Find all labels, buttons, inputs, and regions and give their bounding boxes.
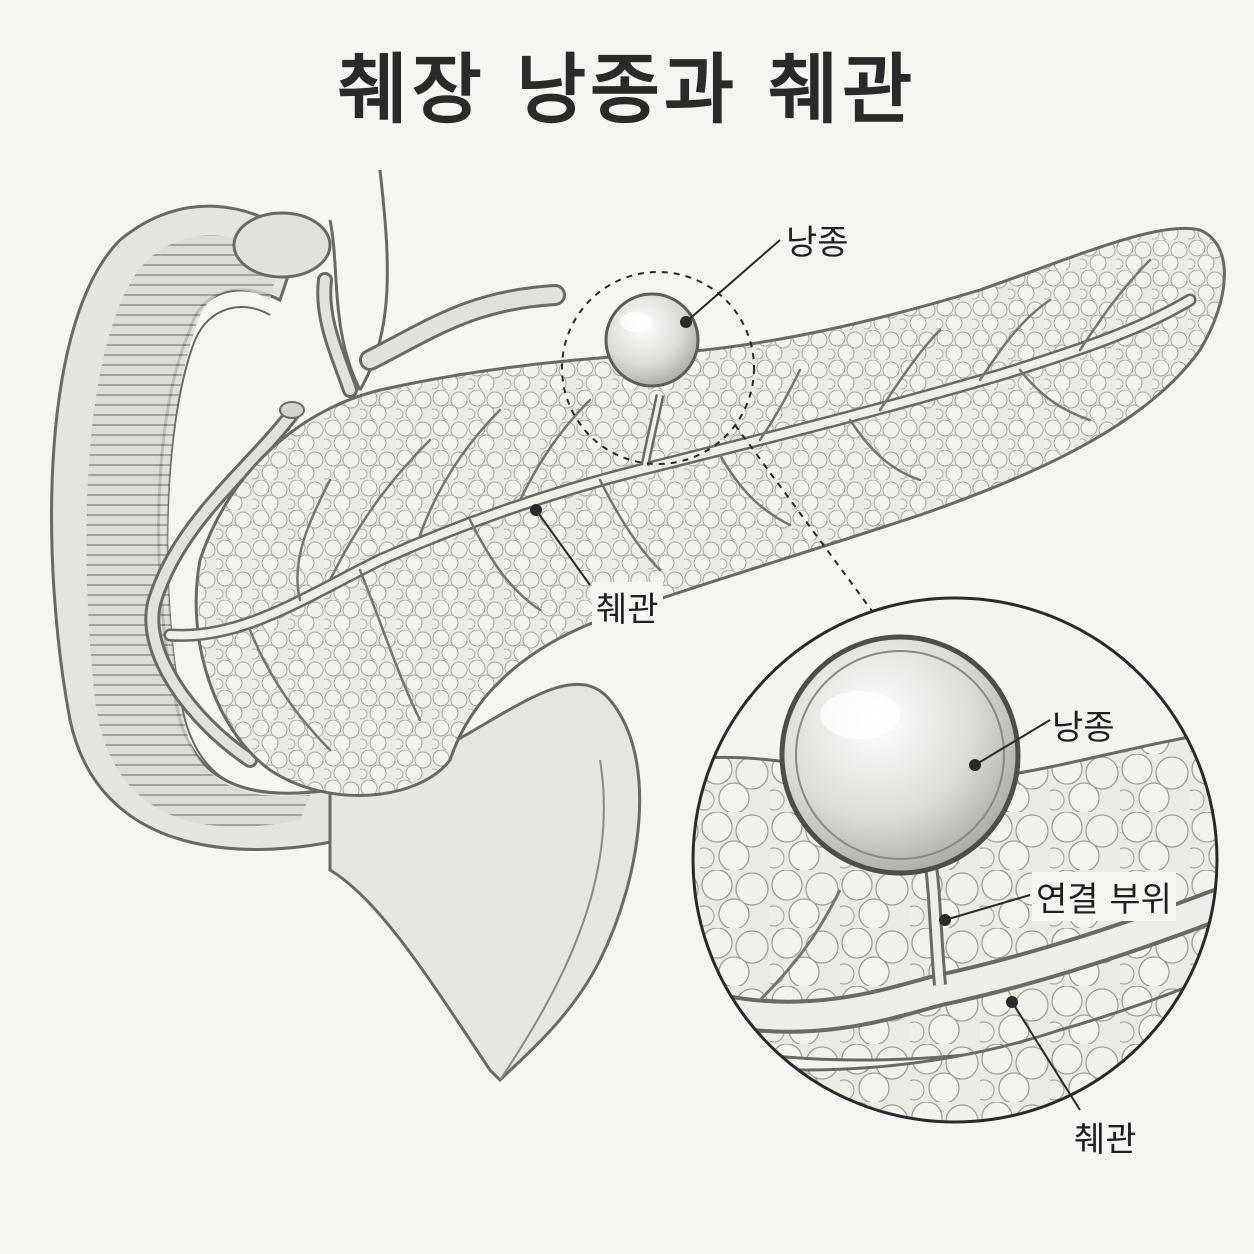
label-cyst-zoom: 낭종: [1052, 708, 1115, 748]
label-cyst-main: 낭종: [786, 223, 849, 263]
highlight-circle: [561, 271, 755, 465]
pancreas: [194, 226, 1226, 797]
cyst-main: [604, 292, 700, 466]
label-duct-main: 췌관: [592, 582, 663, 631]
zoom-inset: [691, 596, 1219, 1124]
label-duct-zoom: 췌관: [1074, 1120, 1137, 1160]
callout-connector: [734, 424, 876, 616]
label-connection-zoom: 연결 부위: [1032, 872, 1176, 921]
page-title: 췌장 낭종과 췌관: [337, 45, 917, 134]
blood-vessels: [232, 169, 566, 398]
pancreatic-duct: [163, 258, 1197, 752]
bile-duct: [144, 401, 305, 768]
leader-lines: [530, 239, 1081, 1111]
